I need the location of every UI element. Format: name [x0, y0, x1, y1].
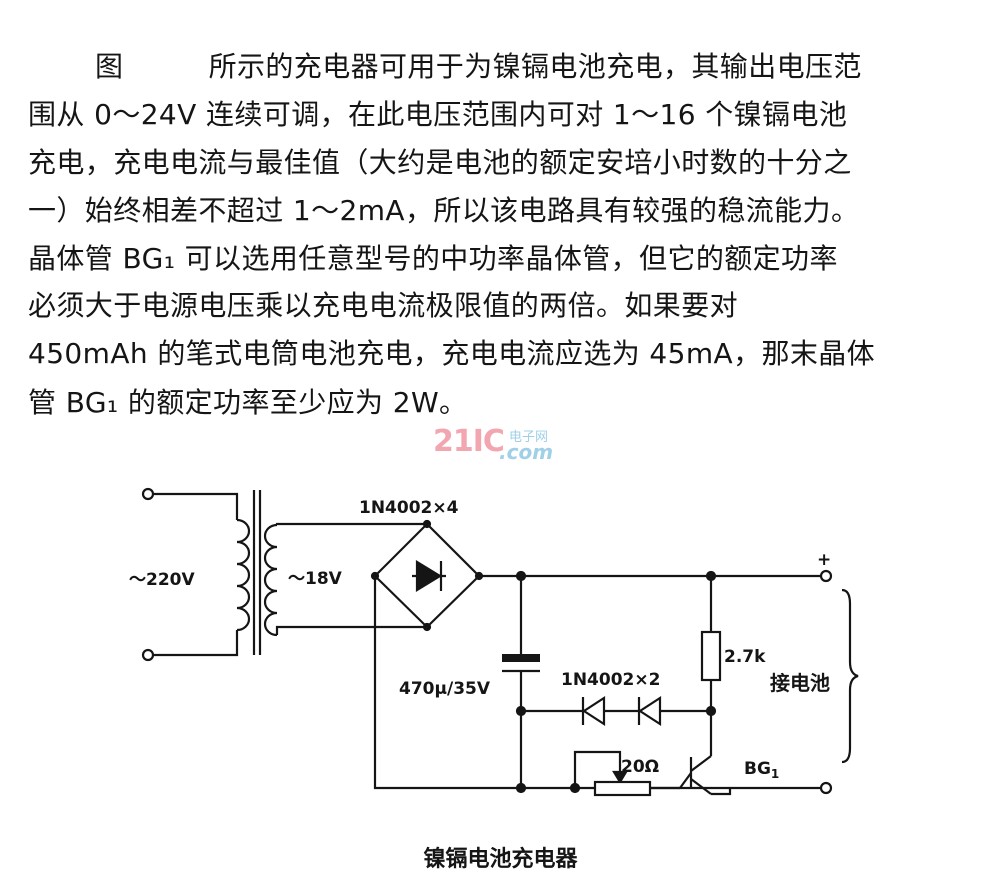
figure-caption: 镍镉电池充电器	[423, 847, 578, 872]
article-line-8: 管 BG₁ 的额定功率至少应为 2W。	[28, 386, 468, 419]
resistor-label: 2.7k	[724, 647, 766, 667]
secondary-voltage-label: ～18V	[288, 569, 343, 589]
battery-label: 接电池	[770, 671, 830, 695]
plus-label: +	[817, 550, 831, 570]
reference-diodes	[521, 695, 717, 727]
watermark-domain: .com	[499, 440, 554, 464]
pot-label: 20Ω	[621, 757, 659, 777]
bridge-label: 1N4002×4	[359, 498, 459, 518]
positive-rail	[479, 569, 833, 583]
transformer	[236, 490, 427, 655]
transistor-label: BG1	[744, 759, 779, 781]
article-line-3: 充电，充电电流与最佳值（大约是电池的额定安培小时数的十分之	[28, 146, 852, 179]
watermark-number: 21IC	[433, 424, 505, 459]
battery-brace	[841, 588, 859, 764]
article-line-5: 晶体管 BG₁ 可以选用任意型号的中功率晶体管，但它的额定功率	[28, 242, 838, 275]
article-line-7: 450mAh 的笔式电筒电池充电，充电电流应选为 45mA，那末晶体	[28, 337, 876, 370]
article-line-4: 一）始终相差不超过 1～2mA，所以该电路具有较强的稳流能力。	[28, 194, 860, 227]
mains-terminals	[141, 487, 239, 662]
transistor-label-sub: 1	[771, 767, 779, 781]
transistor-bg1	[679, 750, 732, 796]
capacitor-label: 470μ/35V	[399, 679, 491, 699]
bridge-rectifier	[370, 519, 484, 632]
transistor-label-base: BG	[744, 759, 771, 779]
article-line-6: 必须大于电源电压乘以充电电流极限值的两倍。如果要对	[28, 289, 739, 322]
article-line-2: 围从 0～24V 连续可调，在此电压范围内可对 1～16 个镍镉电池	[28, 98, 848, 131]
current-set-potentiometer	[573, 750, 680, 797]
article-line-1: 图 所示的充电器可用于为镍镉电池充电，其输出电压范	[95, 50, 862, 83]
bias-resistor	[700, 576, 722, 750]
filter-capacitor	[502, 576, 540, 788]
watermark-chinese: 电子网	[509, 430, 549, 445]
mains-voltage-label: ～220V	[129, 570, 195, 590]
diodes-label: 1N4002×2	[561, 670, 660, 690]
